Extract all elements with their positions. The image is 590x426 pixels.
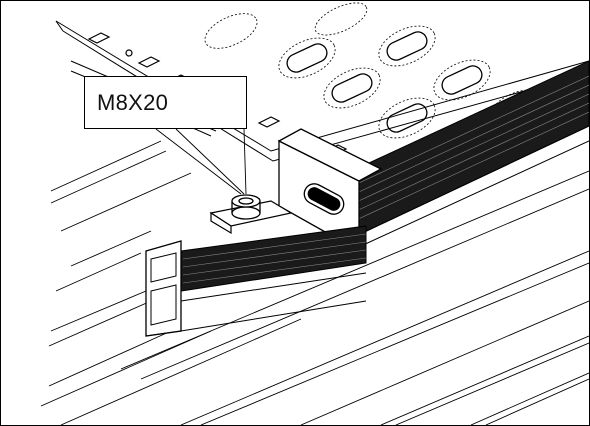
part-callout-label: M8X20 xyxy=(97,89,169,115)
callout-leaders xyxy=(155,128,247,195)
roof-sheet-lines xyxy=(40,140,589,425)
hex-bolt-icon xyxy=(231,194,261,220)
part-callout-box: M8X20 xyxy=(84,76,247,129)
lower-rail xyxy=(145,225,367,337)
bracket xyxy=(277,128,383,253)
